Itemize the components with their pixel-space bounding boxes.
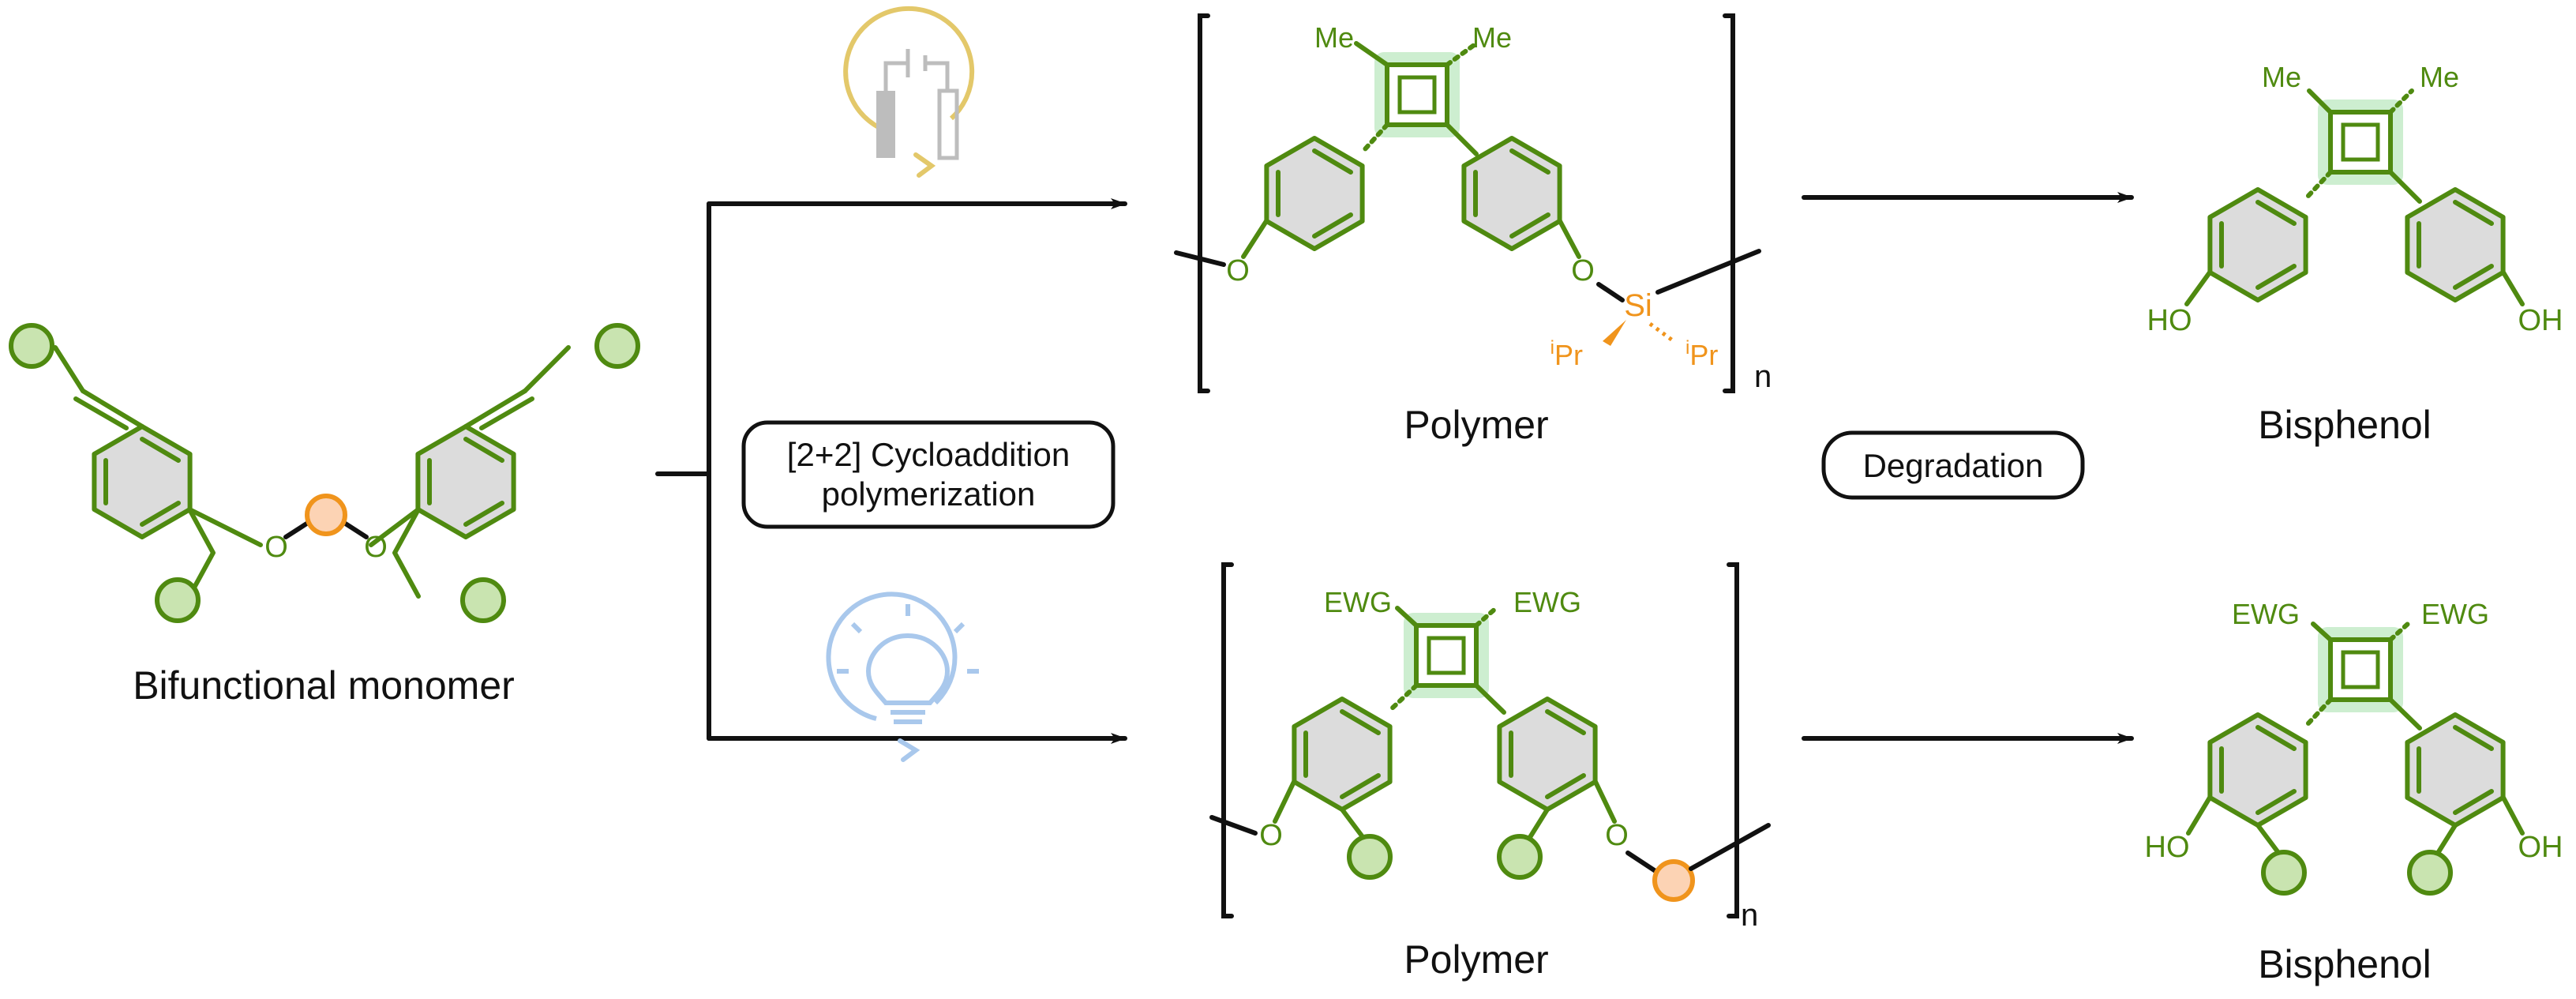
- ewg-left: EWG: [1324, 586, 1392, 618]
- branch-arrows: [655, 198, 1127, 744]
- substituent-circle: [9, 323, 54, 369]
- polymer-bottom: EWG EWG O O n Polymer: [1209, 562, 1771, 982]
- methyl-right: Me: [2420, 61, 2459, 93]
- bisphenol-top-label: Bisphenol: [2258, 403, 2432, 447]
- polymer-top: Me Me O O Si iPr iPr n Polymer: [1174, 13, 1772, 447]
- light-bulb-icon: [826, 592, 979, 762]
- bisphenol-bottom-label: Bisphenol: [2258, 942, 2432, 986]
- condition-line-2: polymerization: [822, 475, 1036, 513]
- ewg-right: EWG: [2421, 598, 2489, 630]
- hydroxyl-left: HO: [2147, 304, 2192, 337]
- substituent-circle: [155, 577, 201, 623]
- hydroxyl-right: OH: [2518, 831, 2563, 864]
- substituent-circle: [460, 577, 506, 623]
- oxygen-right: O: [1571, 254, 1595, 287]
- methyl-left: Me: [2262, 61, 2301, 93]
- degradation-label: Degradation: [1863, 447, 2044, 484]
- condition-line-1: [2+2] Cycloaddition: [787, 436, 1070, 473]
- isopropyl-left: iPr: [1550, 337, 1583, 371]
- oxygen-bottom-left: O: [1259, 819, 1283, 852]
- substituent-circle: [2261, 850, 2307, 896]
- substituent-circle: [1347, 834, 1393, 880]
- substituent-circle: [594, 323, 640, 369]
- hydroxyl-left: HO: [2145, 831, 2190, 864]
- polymerization-condition-box: [2+2] Cycloaddition polymerization: [741, 420, 1116, 529]
- bifunctional-monomer: O O Bifunctional monomer: [9, 323, 640, 708]
- substituent-circle: [2407, 850, 2453, 896]
- silicon: Si: [1624, 288, 1652, 323]
- bisphenol-top: Me Me HO OH Bisphenol: [2147, 61, 2563, 447]
- repeat-n-top: n: [1754, 359, 1772, 394]
- oxygen-left: O: [1226, 254, 1250, 287]
- polymer-top-label: Polymer: [1404, 403, 1548, 447]
- repeat-n-bottom: n: [1741, 898, 1758, 933]
- ewg-left: EWG: [2232, 598, 2300, 630]
- degradation-arrows: Degradation: [1802, 192, 2134, 744]
- bisphenol-bottom: EWG EWG HO OH Bisphenol: [2145, 598, 2563, 986]
- ewg-right: EWG: [1513, 586, 1581, 618]
- hydroxyl-right: OH: [2518, 304, 2563, 337]
- oxygen-bottom-right: O: [1605, 819, 1629, 852]
- linker-circle: [1652, 859, 1695, 902]
- methyl-right: Me: [1472, 21, 1512, 54]
- electrochemical-cell-icon: [843, 6, 975, 178]
- substituent-circle: [1497, 834, 1543, 880]
- isopropyl-right: iPr: [1685, 337, 1718, 371]
- monomer-label: Bifunctional monomer: [133, 663, 515, 708]
- polymer-bottom-label: Polymer: [1404, 937, 1548, 982]
- linker-circle: [305, 494, 347, 536]
- methyl-left: Me: [1314, 21, 1354, 54]
